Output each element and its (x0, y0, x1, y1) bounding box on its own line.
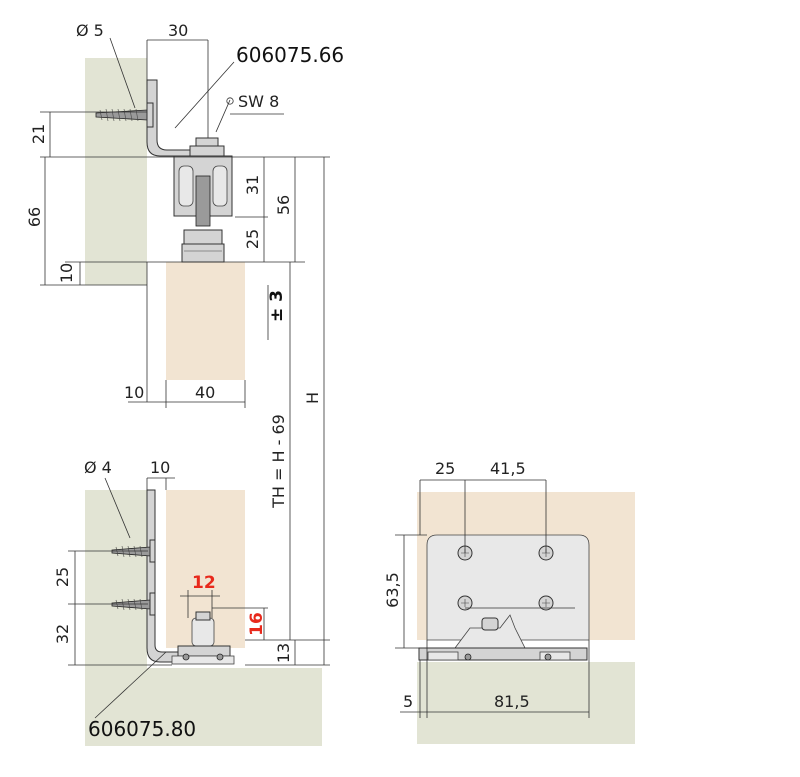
top-dim-66: 66 (25, 207, 44, 227)
bottom-dim-12: 12 (192, 573, 216, 593)
bottom-wall (85, 490, 147, 668)
bottom-dim-16: 16 (247, 612, 267, 636)
top-wrench-size: SW 8 (238, 92, 279, 111)
top-dim-30: 30 (168, 21, 188, 40)
bottom-dim-10: 10 (150, 458, 170, 477)
front-dim-lines (395, 479, 590, 718)
top-door-height-formula: TH = H - 69 (269, 414, 288, 509)
bottom-dim-25: 25 (53, 567, 72, 587)
front-dim-41-5: 41,5 (490, 459, 526, 478)
top-dim-25: 25 (243, 229, 262, 249)
top-door-panel (166, 262, 245, 380)
front-floor (417, 662, 635, 744)
top-roller-carriage (173, 155, 233, 263)
front-mounting-plate (426, 534, 590, 641)
front-dim-5: 5 (403, 692, 413, 711)
front-guide-assembly (418, 614, 588, 661)
top-dim-56: 56 (274, 195, 293, 215)
top-wall (85, 58, 147, 285)
top-dim-10-bottom: 10 (124, 383, 144, 402)
bottom-screw-diameter: Ø 4 (84, 458, 112, 477)
top-adjust-range: ± 3 (267, 290, 287, 322)
bottom-view: 606075.80 Ø 4 10 25 32 12 16 13 (53, 458, 330, 746)
top-screw-diameter: Ø 5 (76, 21, 104, 40)
bottom-dim-lines (68, 477, 330, 719)
bottom-dim-13: 13 (274, 643, 293, 663)
front-dim-81-5: 81,5 (494, 692, 530, 711)
top-dim-31: 31 (243, 175, 262, 195)
top-wall-screw (95, 102, 154, 128)
top-height-h: H (303, 392, 322, 404)
front-dim-25: 25 (435, 459, 455, 478)
bottom-wall-screw-upper (111, 539, 156, 563)
bottom-wall-screw-lower (111, 592, 156, 616)
top-dim-21: 21 (29, 124, 48, 144)
front-view: 25 41,5 63,5 5 81,5 (383, 459, 635, 744)
top-dim-40: 40 (195, 383, 215, 402)
top-dim-10-left: 10 (57, 263, 76, 283)
bottom-floor (85, 668, 322, 746)
front-dim-63-5: 63,5 (383, 572, 402, 608)
top-view: 606075.66 Ø 5 SW 8 30 21 66 10 31 56 25 … (25, 21, 344, 665)
top-part-number: 606075.66 (236, 43, 344, 67)
bottom-part-number: 606075.80 (88, 717, 196, 741)
bottom-dim-32: 32 (53, 624, 72, 644)
bottom-guide-roller (171, 611, 235, 665)
top-dim-lines (40, 37, 330, 665)
